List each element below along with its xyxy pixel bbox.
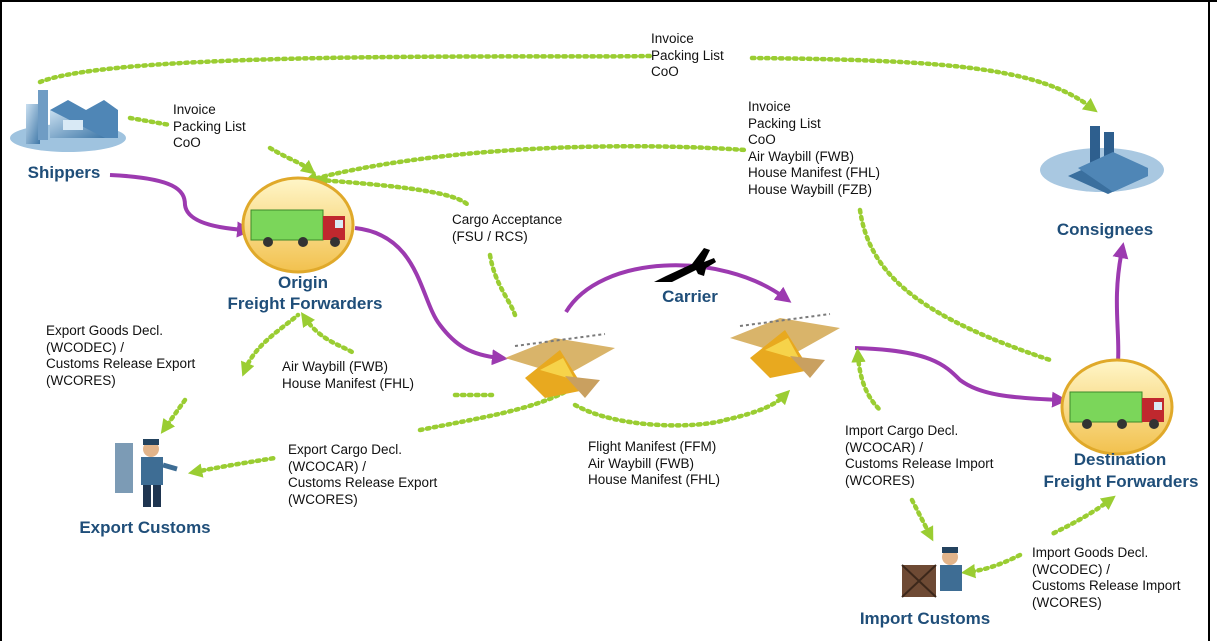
msg-origin-to-airport: Air Waybill (FWB) House Manifest (FHL) — [282, 359, 415, 391]
msg-shipper-to-origin: Invoice Packing List CoO — [173, 102, 246, 150]
msg-export-goods-decl: Export Goods Decl. (WCODEC) / Customs Re… — [46, 323, 196, 388]
doc-cargo-acceptance — [320, 180, 518, 318]
airplane-icon — [654, 248, 716, 282]
doc-shippers-to-consignees — [37, 53, 1092, 108]
msg-export-cargo-decl: Export Cargo Decl. (WCOCAR) / Customs Re… — [288, 442, 438, 507]
flow-destination-to-consignees — [1112, 242, 1129, 363]
doc-origin-to-destination — [310, 144, 1053, 363]
msg-import-goods-decl: Import Goods Decl. (WCODEC) / Customs Re… — [1032, 545, 1181, 610]
msg-flight-manifest: Flight Manifest (FFM) Air Waybill (FWB) … — [588, 439, 721, 487]
export-customs-officer-icon — [115, 439, 178, 507]
frame-border-left — [0, 0, 2, 641]
msg-cargo-acceptance: Cargo Acceptance (FSU / RCS) — [452, 212, 563, 244]
flow-airport-to-destination — [854, 346, 1068, 408]
msg-origin-to-destination: Invoice Packing List CoO Air Waybill (FW… — [748, 99, 881, 197]
doc-origin-to-airport — [305, 318, 495, 398]
origin-ff-label-line2: Freight Forwarders — [227, 294, 383, 313]
destination-airport-icon — [730, 313, 840, 378]
import-customs-label: Import Customs — [859, 609, 991, 628]
origin-ff-label-line1: Origin — [277, 273, 329, 292]
msg-import-cargo-decl: Import Cargo Decl. (WCOCAR) / Customs Re… — [845, 423, 994, 488]
doc-import-goods-decl — [968, 500, 1110, 572]
doc-export-cargo-decl — [195, 389, 568, 472]
msg-shipper-to-consignee: Invoice Packing List CoO — [651, 31, 724, 79]
destination-truck-icon — [1060, 358, 1174, 456]
export-customs-label: Export Customs — [79, 518, 211, 537]
origin-airport-icon — [505, 333, 615, 398]
doc-shippers-to-origin — [127, 115, 310, 170]
destination-ff-label-line2: Freight Forwarders — [1043, 472, 1199, 491]
carrier-label: Carrier — [662, 287, 718, 306]
import-customs-officer-icon — [901, 547, 962, 598]
doc-flight-manifest — [572, 389, 791, 428]
consignees-factory-icon — [1040, 126, 1164, 194]
doc-import-cargo-decl — [858, 355, 930, 535]
doc-export-goods-decl — [165, 312, 301, 428]
flow-airport-to-airport — [564, 263, 792, 314]
destination-ff-label-line1: Destination — [1073, 450, 1167, 469]
flow-shippers-to-origin — [109, 173, 253, 238]
origin-truck-icon — [241, 176, 355, 274]
shippers-label: Shippers — [27, 163, 101, 182]
shippers-factory-icon — [10, 90, 126, 152]
flow-origin-to-airport — [354, 226, 508, 366]
frame-border-top — [0, 0, 1217, 2]
consignees-label: Consignees — [1056, 220, 1154, 239]
frame-border-right — [1208, 0, 1210, 641]
